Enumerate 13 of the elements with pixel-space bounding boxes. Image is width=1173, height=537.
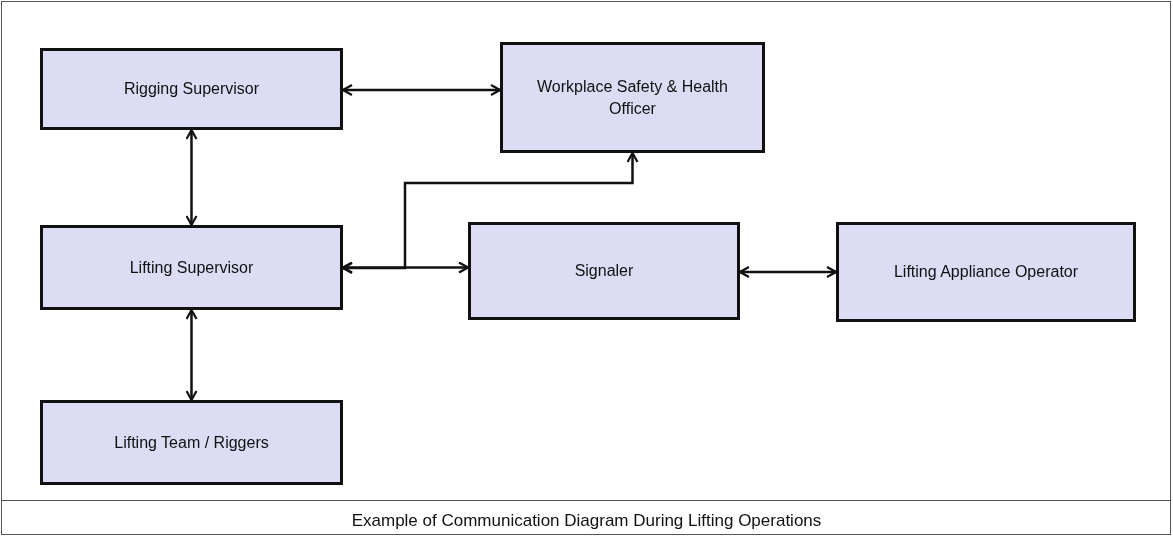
role-box: Lifting Team / Riggers bbox=[40, 400, 343, 485]
double-arrow bbox=[185, 128, 198, 227]
role-box: Lifting Supervisor bbox=[40, 225, 343, 310]
double-arrow bbox=[341, 83, 502, 97]
role-box: Lifting Appliance Operator bbox=[836, 222, 1136, 322]
role-box: Workplace Safety & Health Officer bbox=[500, 42, 765, 153]
double-arrow bbox=[185, 308, 198, 402]
double-arrow bbox=[341, 261, 470, 274]
double-arrow bbox=[341, 151, 639, 275]
role-box: Signaler bbox=[468, 222, 740, 320]
role-box: Rigging Supervisor bbox=[40, 48, 343, 130]
caption: Example of Communication Diagram During Lifting Operations bbox=[351, 510, 822, 532]
double-arrow bbox=[738, 265, 838, 279]
